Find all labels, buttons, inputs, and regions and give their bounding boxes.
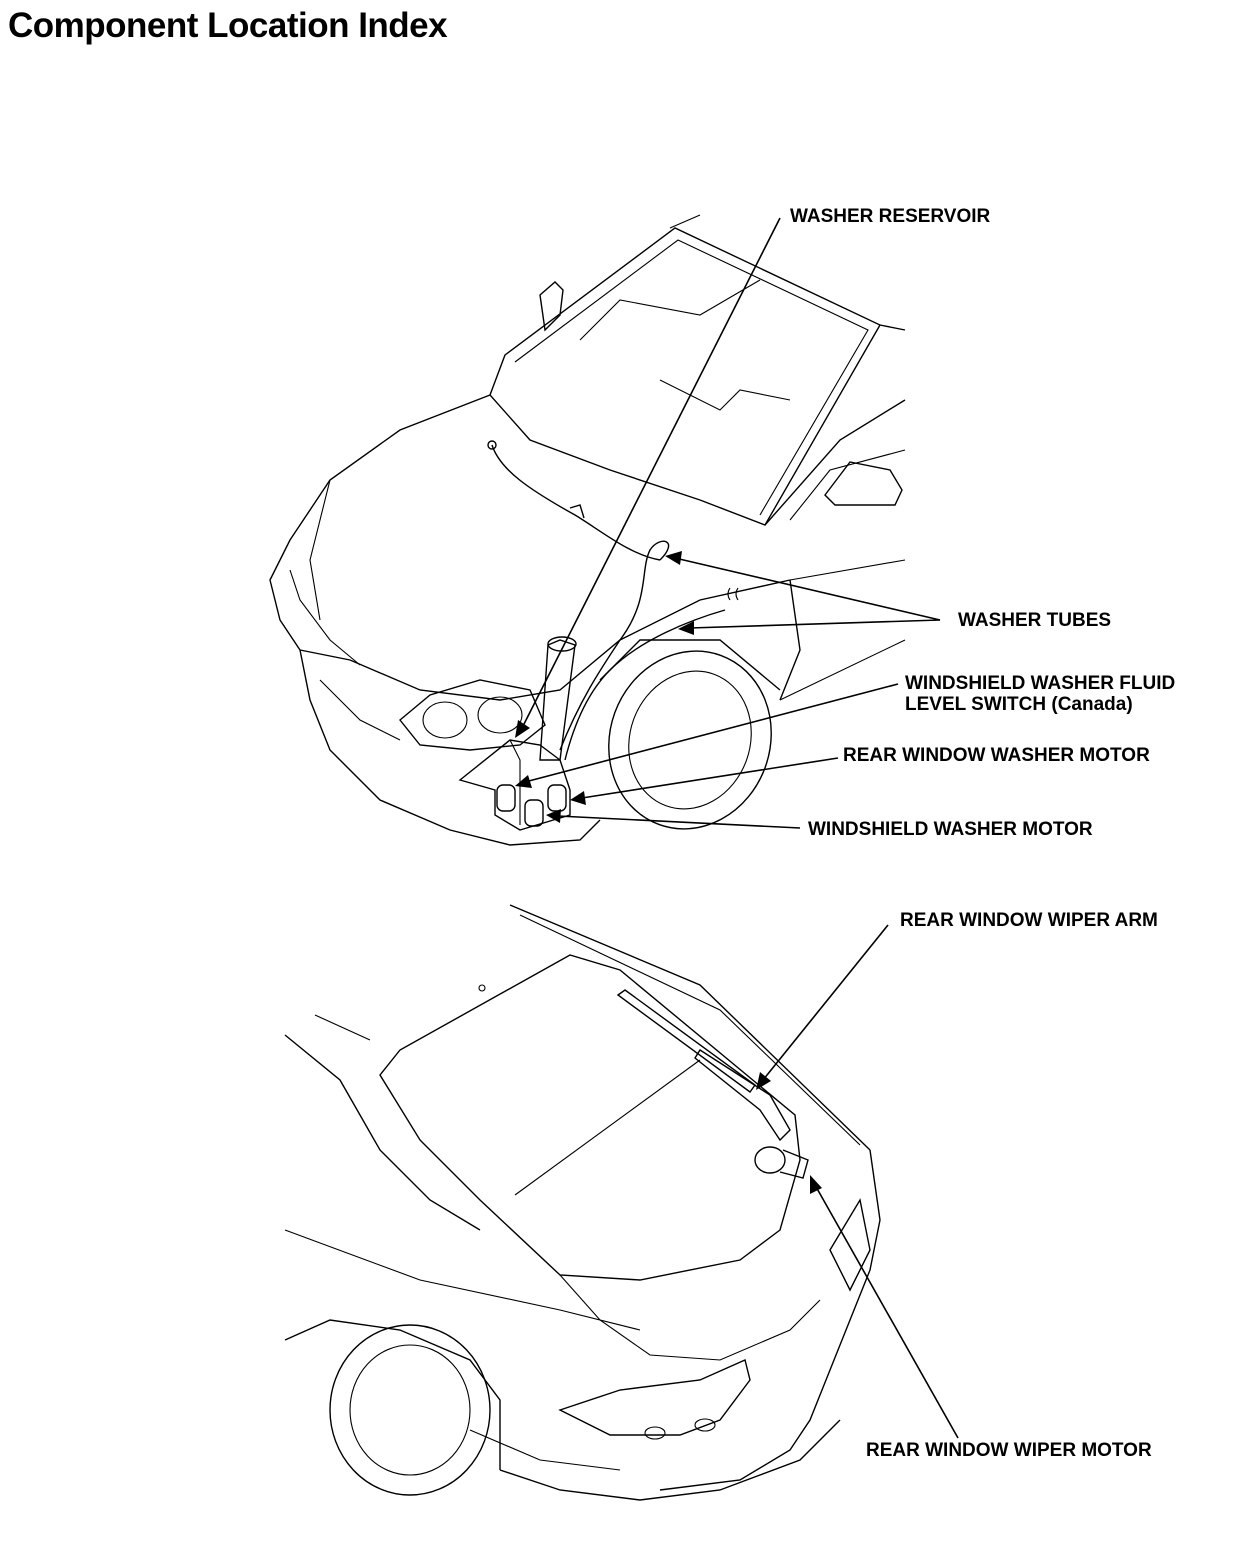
rear-bumper bbox=[499, 1419, 841, 1501]
washer-tube-loop bbox=[559, 540, 670, 751]
page-title: Component Location Index bbox=[8, 6, 448, 45]
headlight bbox=[399, 679, 546, 751]
front-bumper bbox=[299, 649, 601, 846]
label-windshield-washer-motor: WINDSHIELD WASHER MOTOR bbox=[808, 819, 1093, 840]
rear-washer-motor-body bbox=[496, 784, 516, 812]
front-car-illustration bbox=[269, 214, 906, 846]
washer-tube-left bbox=[491, 444, 661, 561]
label-washer-tubes: WASHER TUBES bbox=[958, 610, 1112, 631]
left-mirror bbox=[539, 281, 564, 332]
front-wheel bbox=[608, 650, 772, 830]
label-rear-window-washer-motor: REAR WINDOW WASHER MOTOR bbox=[843, 745, 1150, 766]
tail-light bbox=[558, 1359, 751, 1436]
washer-reservoir bbox=[458, 739, 571, 831]
windshield-outline bbox=[489, 227, 881, 526]
hood-outline bbox=[269, 394, 491, 651]
wiper-arm bbox=[694, 1049, 791, 1142]
label-fluid-level-switch-line1: WINDSHIELD WASHER FLUID bbox=[905, 673, 1176, 694]
wiper-motor-body bbox=[754, 1146, 786, 1174]
rear-car-illustration bbox=[284, 904, 881, 1501]
rear-window-glass bbox=[379, 954, 801, 1281]
reservoir-filler-neck bbox=[539, 639, 576, 761]
windshield-washer-motor-body bbox=[524, 799, 544, 827]
label-rear-window-wiper-motor: REAR WINDOW WIPER MOTOR bbox=[866, 1440, 1152, 1461]
right-mirror bbox=[824, 461, 903, 506]
front-leader-lines bbox=[515, 217, 941, 829]
rear-wheel bbox=[329, 1324, 491, 1496]
fluid-level-switch-body bbox=[547, 784, 567, 812]
wiper-blade bbox=[616, 989, 756, 1093]
label-rear-window-wiper-arm: REAR WINDOW WIPER ARM bbox=[900, 910, 1158, 931]
label-fluid-level-switch-line2: LEVEL SWITCH (Canada) bbox=[905, 694, 1133, 715]
label-washer-reservoir: WASHER RESERVOIR bbox=[790, 206, 991, 227]
rear-leader-lines bbox=[756, 924, 959, 1439]
washer-tube-right bbox=[564, 609, 726, 761]
